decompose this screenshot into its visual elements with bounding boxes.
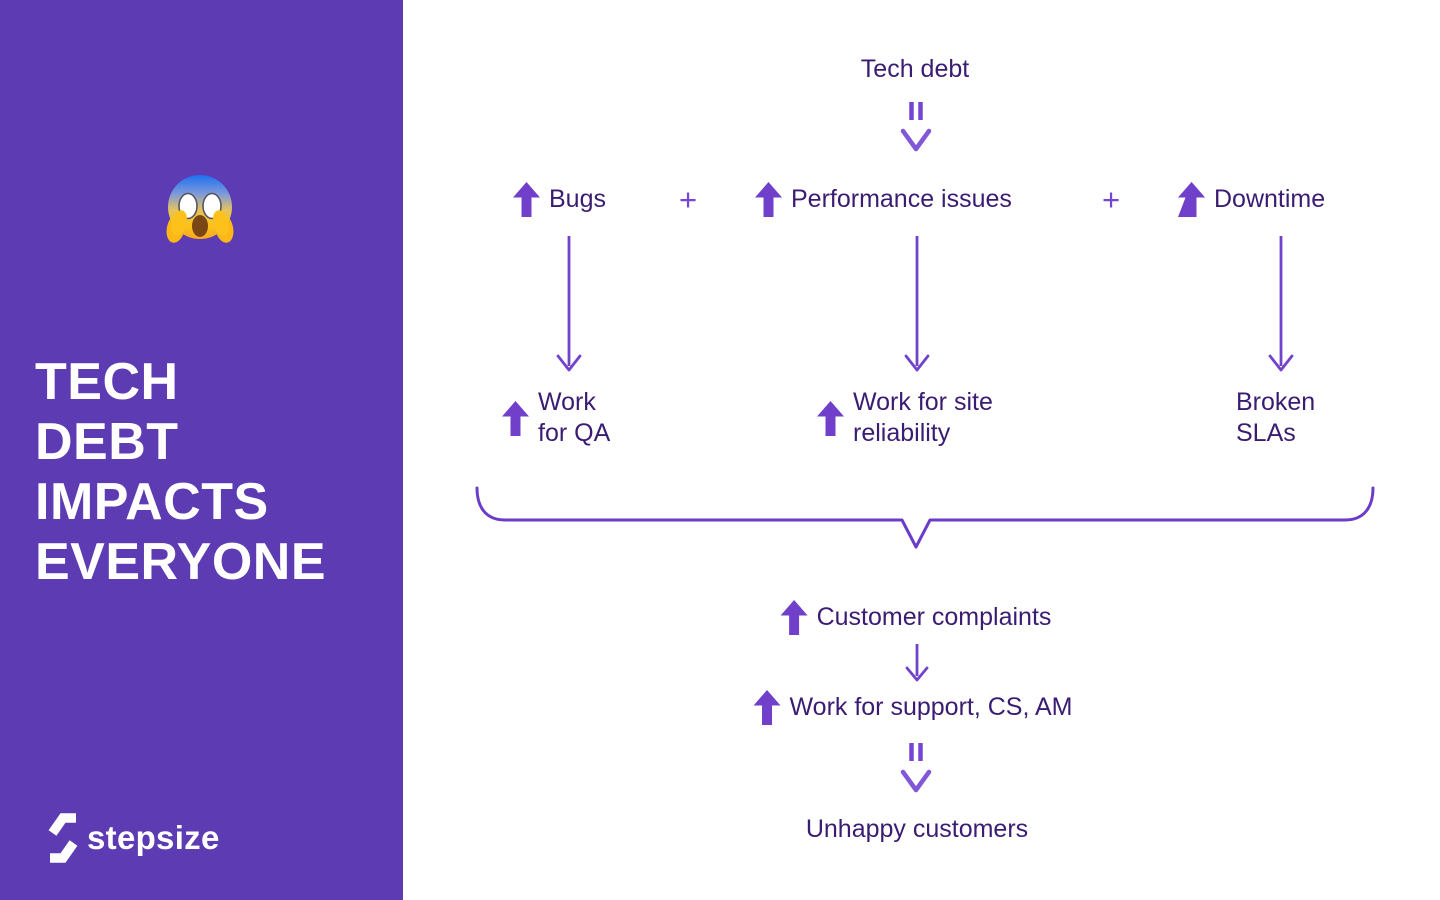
brand-logo: stepsize (45, 812, 220, 864)
up-arrow-icon (755, 182, 782, 217)
node-label: Tech debt (860, 55, 970, 83)
node-performance-issues: Performance issues (755, 182, 1012, 217)
node-label: Work for QA (538, 388, 611, 447)
down-connector-arrow-icon (904, 236, 930, 374)
equals-down-arrow-icon (900, 99, 932, 153)
node-label: Work for site reliability (853, 388, 993, 447)
title-line: TECH (35, 353, 179, 411)
up-arrow-icon (780, 600, 808, 635)
down-connector-arrow-icon (1268, 236, 1294, 374)
node-broken-slas: Broken SLAs (1236, 387, 1315, 449)
title-line: DEBT (35, 413, 179, 471)
up-arrow-icon (753, 690, 781, 725)
equals-down-arrow-icon (900, 740, 932, 794)
up-arrow-icon (817, 400, 844, 436)
node-label: Downtime (1214, 185, 1326, 213)
node-label: Work for support, CS, AM (789, 693, 1073, 721)
node-work-for-qa: Work for QA (502, 387, 610, 449)
node-unhappy-customers: Unhappy customers (806, 814, 1028, 845)
up-arrow-icon (513, 182, 540, 217)
plus-operator: + (1101, 182, 1121, 217)
curly-brace (475, 486, 1375, 557)
title-line: IMPACTS (35, 473, 269, 531)
node-bugs: Bugs (513, 182, 606, 217)
node-tech-debt: Tech debt (861, 54, 969, 85)
diagram-canvas: Tech debt Bugs + Perfo (403, 0, 1440, 900)
node-work-for-site-reliability: Work for site reliability (817, 387, 993, 449)
node-downtime: Downtime (1178, 182, 1325, 217)
up-arrow-icon (1178, 182, 1205, 217)
page-title: TECH DEBT IMPACTS EVERYONE (35, 352, 326, 592)
plus-operator: + (678, 182, 698, 217)
left-panel: TECH DEBT IMPACTS EVERYONE stepsize (0, 0, 403, 900)
node-work-for-support: Work for support, CS, AM (753, 690, 1073, 725)
up-arrow-icon (502, 400, 529, 436)
node-label: Performance issues (791, 185, 1012, 213)
title-line: EVERYONE (35, 533, 327, 591)
node-label: Bugs (549, 185, 606, 213)
down-connector-arrow-icon (556, 236, 582, 374)
node-customer-complaints: Customer complaints (780, 600, 1052, 635)
node-label: Customer complaints (816, 603, 1052, 631)
node-label: Broken SLAs (1236, 388, 1316, 447)
brand-name: stepsize (87, 819, 220, 856)
stepsize-logo-icon (45, 812, 81, 864)
node-label: Unhappy customers (805, 815, 1029, 843)
down-connector-arrow-icon (905, 644, 929, 684)
screaming-face-emoji-icon (163, 171, 237, 245)
